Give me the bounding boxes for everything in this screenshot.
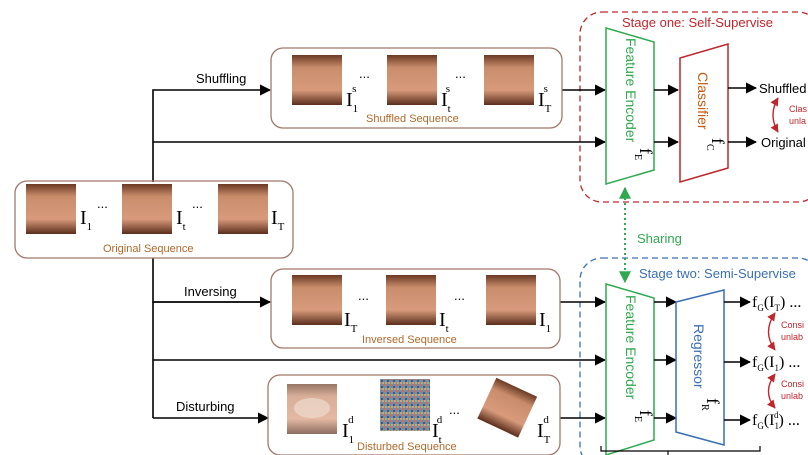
svg-text:Feature Encoder: Feature Encoder — [623, 38, 639, 143]
branch-label-inversing: Inversing — [184, 284, 237, 299]
encoder-stage-two: Feature Encoder fE — [605, 283, 656, 455]
stage-one-box — [579, 11, 808, 203]
encoder-symbol: fE — [632, 410, 656, 422]
svg-text:unlab: unlab — [781, 391, 803, 401]
regressor: Regressor fR — [675, 289, 725, 446]
stage-two-box — [579, 257, 808, 455]
svg-text:...: ... — [192, 196, 203, 211]
inversed-caption: Inversed Sequence — [362, 334, 457, 346]
svg-text:It: It — [439, 309, 449, 335]
face-image — [486, 275, 536, 325]
encoder-stage-one: Feature Encoder fE — [605, 27, 656, 185]
face-image — [484, 55, 534, 105]
face-image-noisy — [380, 379, 430, 431]
svg-text:IT: IT — [271, 207, 285, 233]
bottom-bracket — [600, 446, 761, 452]
regressor-symbol: fR — [699, 398, 723, 411]
original-sequence: I1 ... It ... IT Original Sequence — [14, 180, 294, 259]
output-top: fG(IT)... — [752, 294, 801, 313]
original-caption: Original Sequence — [103, 243, 194, 255]
svg-text:...: ... — [449, 402, 460, 417]
face-image — [122, 184, 172, 234]
svg-text:I1d: I1d — [342, 414, 354, 446]
svg-text:ITs: ITs — [538, 83, 552, 115]
svg-text:IT: IT — [344, 309, 358, 335]
branch-label-shuffling: Shuffling — [196, 71, 246, 86]
svg-text:Regressor: Regressor — [691, 324, 707, 389]
svg-text:...: ... — [358, 288, 369, 303]
svg-text:...: ... — [454, 288, 465, 303]
sharing-label: Sharing — [637, 231, 682, 246]
face-image — [386, 275, 436, 325]
stage-two-title: Stage two: Semi-Supervise — [639, 266, 796, 281]
svg-text:Itd: Itd — [432, 414, 443, 446]
svg-text:Consi: Consi — [781, 379, 804, 389]
svg-text:I1s: I1s — [346, 83, 358, 115]
svg-text:ITd: ITd — [537, 414, 551, 446]
face-image — [387, 55, 437, 105]
face-image — [292, 55, 342, 105]
stage-one-title: Stage one: Self-Supervise — [622, 15, 773, 30]
shuffled-sequence: I1s ... Its ... ITs Shuffled Sequence — [270, 47, 563, 129]
disturbed-caption: Disturbed Sequence — [357, 441, 457, 453]
encoder-symbol: fE — [632, 148, 656, 160]
svg-text:I1: I1 — [80, 207, 92, 233]
classifier-symbol: fC — [704, 138, 728, 151]
svg-text:...: ... — [97, 196, 108, 211]
shuffled-caption: Shuffled Sequence — [366, 113, 459, 125]
classifier: Classifier fC — [679, 43, 729, 183]
svg-text:unlab: unlab — [781, 332, 803, 342]
face-image — [292, 275, 342, 325]
svg-text:Clas: Clas — [789, 104, 808, 114]
output-bot: fG(I1d)... — [752, 410, 800, 431]
disturbed-sequence: I1d Itd ... ITd Disturbed Sequence — [267, 374, 561, 455]
svg-text:...: ... — [359, 66, 370, 81]
output-shuffled: Shuffled — [759, 81, 806, 96]
svg-text:...: ... — [455, 66, 466, 81]
branch-arrows — [152, 84, 607, 424]
face-image-rotated — [477, 377, 538, 438]
svg-text:It: It — [176, 207, 186, 233]
face-image — [26, 184, 76, 234]
svg-text:Classifier: Classifier — [695, 72, 711, 130]
svg-text:Feature Encoder: Feature Encoder — [623, 295, 639, 400]
svg-text:I1: I1 — [539, 309, 551, 335]
svg-text:Consi: Consi — [781, 320, 804, 330]
output-mid: fG(I1)... — [752, 354, 800, 373]
svg-text:Its: Its — [441, 83, 451, 115]
branch-label-disturbing: Disturbing — [176, 399, 235, 414]
face-image — [218, 184, 268, 234]
output-original: Original — [761, 135, 806, 150]
inversed-sequence: IT ... It ... I1 Inversed Sequence — [270, 268, 561, 349]
svg-text:unla: unla — [789, 116, 806, 126]
